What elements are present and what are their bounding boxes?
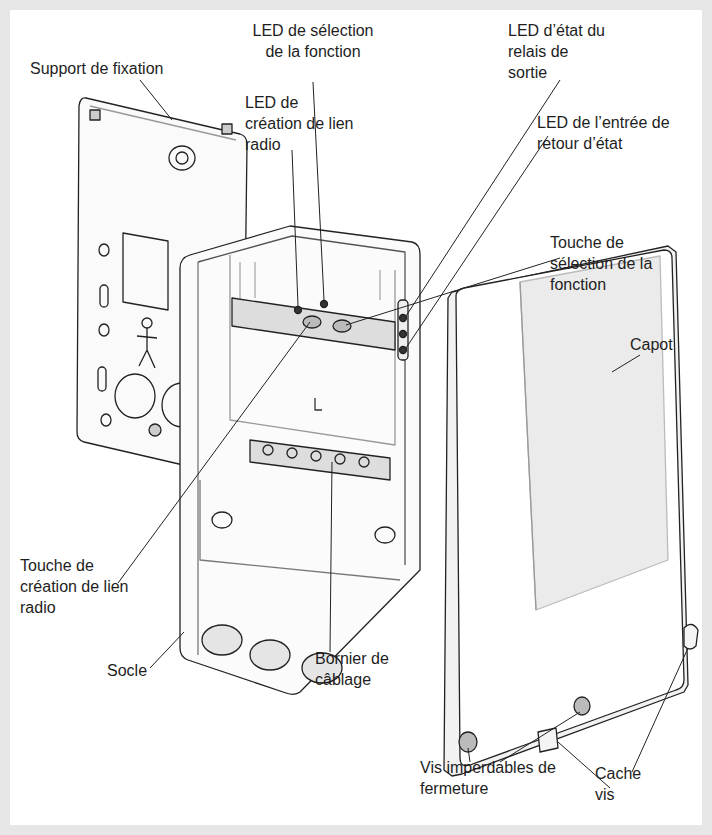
screw-caps <box>538 624 698 752</box>
part-label: Touche de sélection de la fonction <box>550 232 670 295</box>
part-label: LED de création de lien radio <box>245 92 355 155</box>
base-housing <box>180 226 420 694</box>
part-label: Capot <box>630 334 700 355</box>
cover <box>444 246 688 776</box>
part-label: LED de sélection de la fonction <box>248 20 378 62</box>
part-label: Bornier de câblage <box>315 648 405 690</box>
exploded-view-illustration <box>10 10 702 825</box>
part-label: Touche de création de lien radio <box>20 555 140 618</box>
part-label: Socle <box>107 660 187 681</box>
part-label: LED de l’entrée de retour d’état <box>537 112 687 154</box>
part-label: Support de fixation <box>30 58 230 79</box>
leader-lines <box>118 80 688 788</box>
part-label: Cache vis <box>595 763 655 805</box>
part-label: Vis imperdables de fermeture <box>420 757 560 799</box>
figure-frame: LED de sélection de la fonction LED d’éta… <box>10 10 702 825</box>
part-label: LED d’état du relais de sortie <box>508 20 608 83</box>
